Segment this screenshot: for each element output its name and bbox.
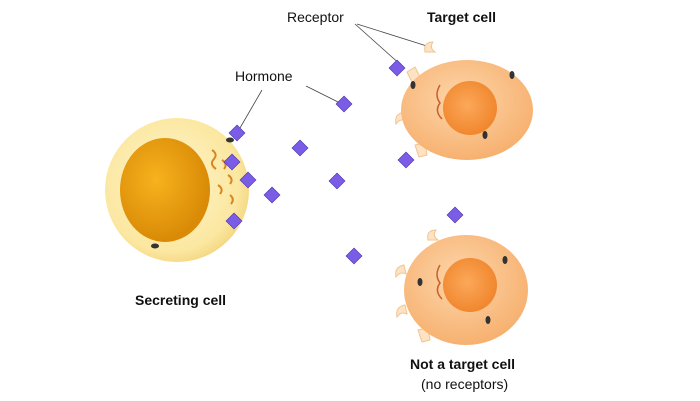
not-target-cell-label: Not a target cell bbox=[410, 356, 516, 372]
receptor-label: Receptor bbox=[287, 9, 344, 25]
hormone-molecule bbox=[223, 153, 241, 171]
target-nucleus bbox=[443, 81, 497, 135]
non-target-cell bbox=[395, 229, 528, 345]
hormone-molecule bbox=[335, 95, 353, 113]
hormone-molecule bbox=[345, 247, 363, 265]
hormone-molecule bbox=[263, 186, 281, 204]
hormone-label: Hormone bbox=[235, 68, 293, 84]
secreting-nucleus bbox=[120, 138, 210, 242]
target-cell-label: Target cell bbox=[427, 9, 496, 25]
no-receptors-label: (no receptors) bbox=[421, 376, 509, 392]
target-cell bbox=[395, 41, 533, 160]
pointer-lines bbox=[239, 23, 431, 129]
hormone-molecule bbox=[328, 172, 346, 190]
hormone-molecule bbox=[388, 59, 406, 77]
hormone-molecule bbox=[228, 124, 246, 142]
hormone-molecule bbox=[446, 206, 464, 224]
secreting-cell bbox=[105, 118, 249, 262]
hormone-molecule bbox=[225, 212, 243, 230]
secreting-cell-label: Secreting cell bbox=[135, 292, 227, 308]
non-target-nucleus bbox=[443, 258, 497, 312]
hormone-molecule bbox=[239, 171, 257, 189]
hormones bbox=[223, 59, 464, 265]
hormone-molecule bbox=[291, 139, 309, 157]
hormone-molecule bbox=[397, 151, 415, 169]
